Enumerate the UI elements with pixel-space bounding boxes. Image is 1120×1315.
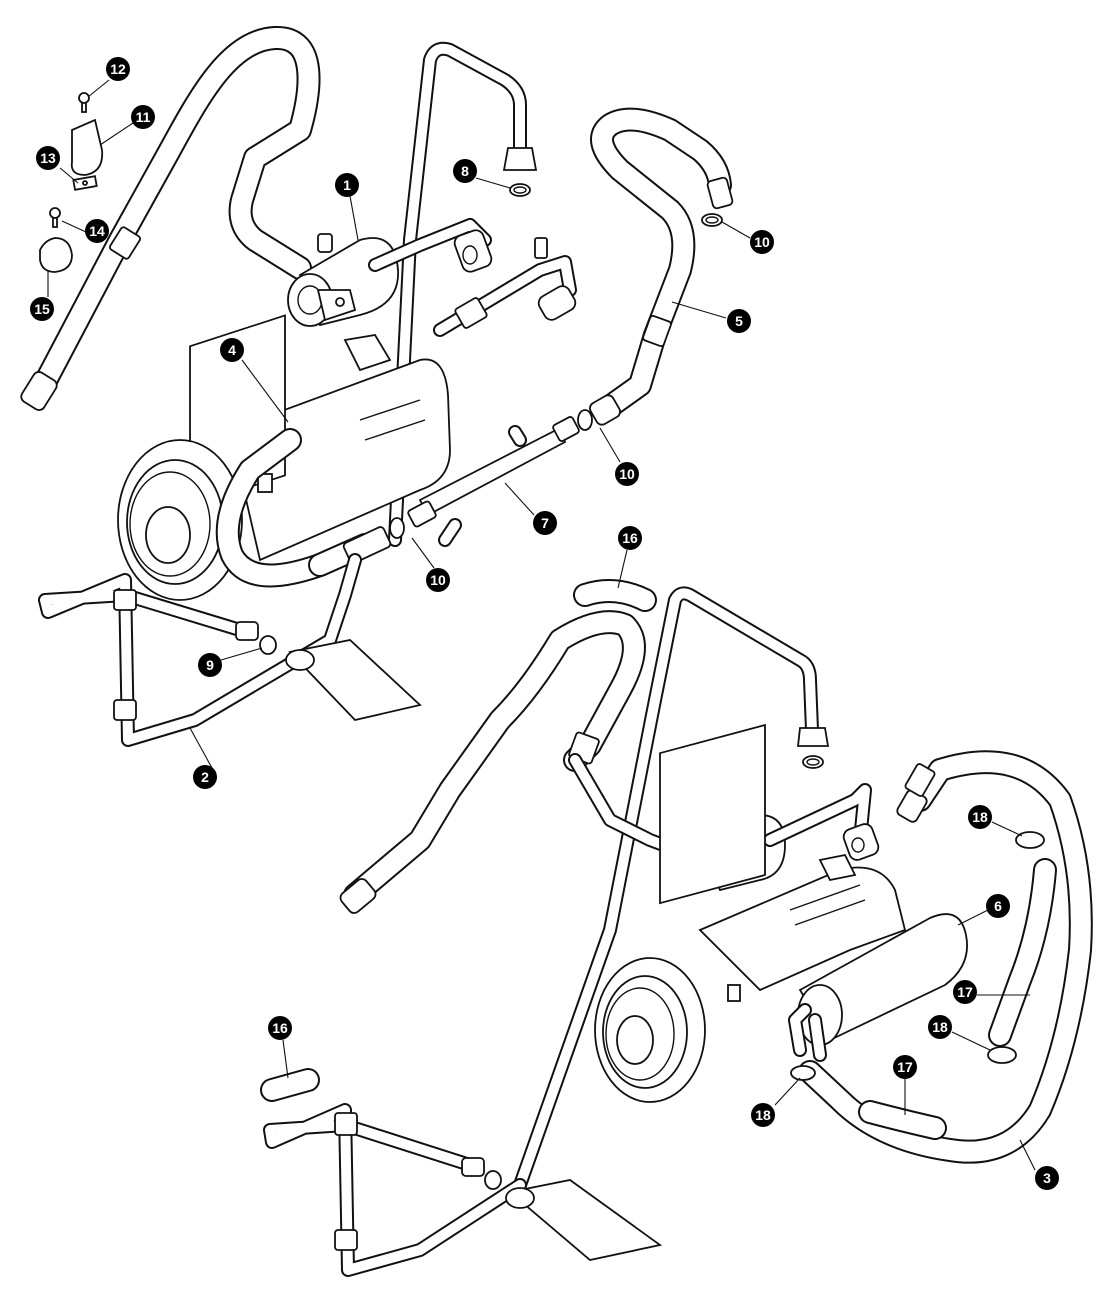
clamp-parts bbox=[39, 92, 104, 273]
svg-text:1: 1 bbox=[343, 177, 351, 193]
muffler-tube bbox=[389, 409, 593, 547]
svg-text:13: 13 bbox=[40, 150, 56, 166]
svg-text:6: 6 bbox=[994, 898, 1002, 914]
callout-10b: 10 bbox=[615, 462, 639, 486]
callout-2: 2 bbox=[193, 765, 217, 789]
svg-text:10: 10 bbox=[754, 234, 770, 250]
compressor-lower bbox=[594, 723, 968, 1103]
hose-clamps bbox=[790, 831, 1045, 1081]
hose-3 bbox=[798, 750, 1093, 1164]
svg-text:5: 5 bbox=[735, 313, 743, 329]
svg-text:16: 16 bbox=[622, 530, 638, 546]
compressor-upper bbox=[117, 314, 451, 601]
svg-text:18: 18 bbox=[755, 1107, 771, 1123]
svg-text:4: 4 bbox=[228, 342, 236, 358]
compressor-loop-hose bbox=[215, 428, 392, 588]
callout-13: 13 bbox=[36, 146, 60, 170]
callout-5: 5 bbox=[727, 309, 751, 333]
callout-10a: 10 bbox=[750, 230, 774, 254]
callout-6: 6 bbox=[986, 894, 1010, 918]
callout-9: 9 bbox=[198, 653, 222, 677]
upper-assembly bbox=[20, 26, 734, 747]
callout-15: 15 bbox=[30, 297, 54, 321]
callout-8: 8 bbox=[453, 159, 477, 183]
metal-line-to-fitting-8 bbox=[388, 41, 538, 547]
discharge-hose-lower bbox=[339, 610, 646, 914]
discharge-hose-upper bbox=[20, 26, 321, 411]
svg-text:17: 17 bbox=[957, 984, 973, 1000]
callout-14: 14 bbox=[85, 219, 109, 243]
liquid-line-lower-2 bbox=[263, 1103, 663, 1277]
leader-lines bbox=[47, 79, 1036, 1171]
metal-line-lower bbox=[513, 586, 830, 1192]
callout-16b: 16 bbox=[268, 1016, 292, 1040]
callout-17a: 17 bbox=[953, 980, 977, 1004]
callout-3: 3 bbox=[1035, 1166, 1059, 1190]
callout-1: 1 bbox=[335, 173, 359, 197]
callout-7: 7 bbox=[533, 511, 557, 535]
callout-17b: 17 bbox=[893, 1055, 917, 1079]
callout-18b: 18 bbox=[928, 1015, 952, 1039]
callout-12: 12 bbox=[106, 57, 130, 81]
lower-assembly bbox=[260, 579, 1093, 1277]
svg-text:11: 11 bbox=[136, 109, 151, 125]
callout-18a: 18 bbox=[968, 805, 992, 829]
svg-text:10: 10 bbox=[619, 466, 635, 482]
compressor-suction-line bbox=[433, 237, 577, 337]
callout-18c: 18 bbox=[751, 1103, 775, 1127]
svg-text:18: 18 bbox=[932, 1019, 948, 1035]
svg-text:8: 8 bbox=[461, 163, 469, 179]
svg-text:14: 14 bbox=[89, 223, 105, 239]
callout-4: 4 bbox=[220, 338, 244, 362]
svg-text:17: 17 bbox=[897, 1059, 913, 1075]
callout-10c: 10 bbox=[426, 568, 450, 592]
svg-text:18: 18 bbox=[972, 809, 988, 825]
hose-segment-16 bbox=[573, 579, 657, 612]
callout-16a: 16 bbox=[618, 526, 642, 550]
receiver-drier bbox=[287, 218, 493, 327]
svg-text:7: 7 bbox=[541, 515, 549, 531]
svg-text:15: 15 bbox=[34, 301, 50, 317]
hose-segment-16-lower bbox=[260, 1068, 320, 1102]
svg-text:9: 9 bbox=[206, 657, 214, 673]
svg-text:2: 2 bbox=[201, 769, 209, 785]
svg-text:10: 10 bbox=[430, 572, 446, 588]
svg-text:3: 3 bbox=[1043, 1170, 1051, 1186]
svg-text:16: 16 bbox=[272, 1020, 288, 1036]
svg-text:12: 12 bbox=[110, 61, 126, 77]
callout-11: 11 bbox=[131, 105, 155, 129]
hose-17-segments bbox=[858, 858, 1057, 1140]
liquid-line-lower bbox=[38, 553, 422, 747]
suction-hose bbox=[589, 107, 734, 426]
